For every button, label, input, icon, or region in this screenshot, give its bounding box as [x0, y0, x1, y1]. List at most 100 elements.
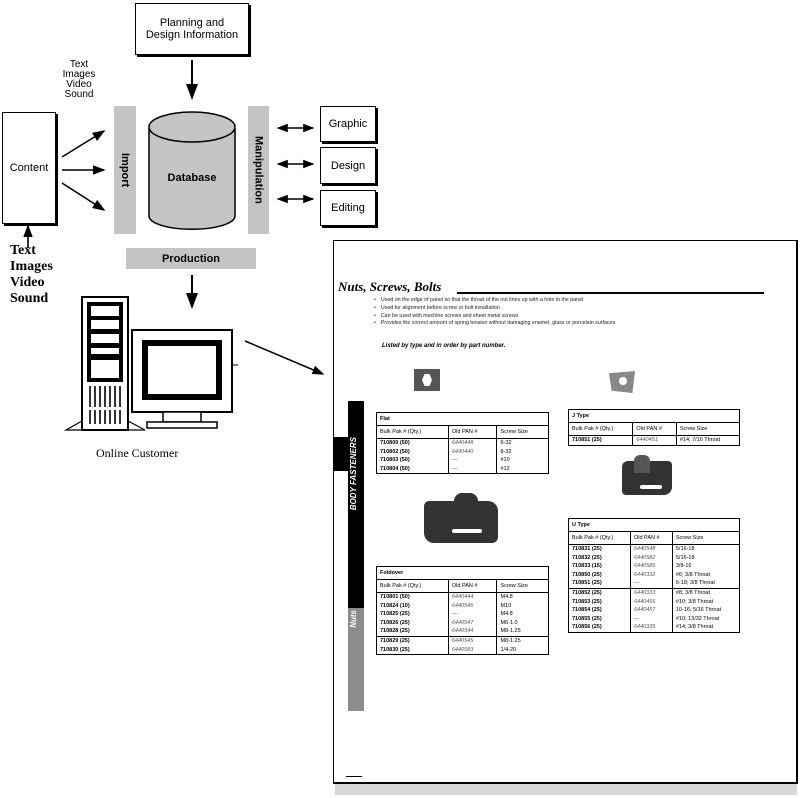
- document-title: Nuts, Screws, Bolts: [338, 279, 442, 294]
- table-row: 710825 (25) —M4.8: [377, 610, 549, 619]
- side-tab-body-fasteners: [348, 401, 364, 608]
- media-video: Video: [66, 79, 92, 90]
- old-pan-cell: 6440586: [629, 562, 673, 571]
- col-header-old-pan: Old PAN #: [629, 531, 673, 545]
- col-header-screw-size: Screw Size: [671, 531, 740, 545]
- media-sound: Sound: [64, 89, 94, 100]
- bulk-pak-cell: 710852 (25): [568, 587, 631, 598]
- old-pan-cell: 6440546: [447, 601, 497, 611]
- screw-size-cell: #8; 3/8 Throat: [671, 587, 740, 598]
- editing-label: Editing: [331, 202, 365, 214]
- old-pan-cell: 6440547: [447, 618, 497, 628]
- j-type-parts-table: J Type Bulk Pak # (Qty.) Old PAN # Screw…: [568, 409, 740, 446]
- graphic-label: Graphic: [328, 118, 368, 130]
- col-header-bulk-pak: Bulk Pak # (Qty.): [376, 425, 449, 439]
- bulk-pak-cell: 710853 (25): [572, 598, 602, 605]
- table-row: 710851 (25)—6-18; 3/8 Throat: [569, 579, 740, 589]
- bulk-pak-cell: 710802 (50): [380, 448, 410, 455]
- bullet-item: Provides the correct amount of spring te…: [374, 320, 615, 328]
- database-label: Database: [167, 172, 217, 184]
- bulk-pak-cell: 710803 (50): [380, 457, 410, 464]
- old-pan-cell: 6440440: [447, 447, 497, 457]
- bulk-pak-cell: 710856 (25): [572, 624, 602, 631]
- bullet-item: Used on the edge of panel so that the th…: [374, 297, 615, 305]
- listed-by-note: Listed by type and in order by part numb…: [382, 343, 506, 349]
- bulk-pak-cell: 710830 (25): [380, 646, 410, 653]
- old-pan-cell: 6440332: [629, 570, 673, 580]
- old-pan-cell: 6440444: [447, 592, 497, 602]
- design-box: Design: [320, 147, 376, 184]
- bullet-item: Used for alignment before screw or bolt …: [374, 305, 615, 313]
- table-row: 710853 (25)6440456#10; 3/8 Throat: [569, 597, 740, 607]
- planning-design-box: Planning and Design Information: [135, 3, 249, 55]
- bulk-pak-cell: 710851 (25): [572, 437, 602, 443]
- old-pan-cell: 6440583: [447, 645, 497, 655]
- bulk-pak-cell: 710800 (50): [380, 440, 410, 446]
- col-header-old-pan: Old PAN #: [447, 425, 497, 439]
- page-footer-mark: [346, 776, 362, 777]
- screw-size-cell: M4.8: [496, 610, 549, 619]
- design-label: Design: [330, 159, 366, 172]
- arrow-customer-to-document: [244, 340, 325, 375]
- bulk-pak-cell: 710833 (15): [572, 563, 602, 570]
- table-row: 710850 (25)6440332#6; 3/8 Throat: [569, 570, 740, 580]
- media-video: Video: [10, 275, 45, 290]
- screw-size-cell: #10: [496, 456, 549, 465]
- production-label: Production: [161, 252, 221, 265]
- old-pan-cell: —: [447, 610, 497, 619]
- col-header-old-pan: Old PAN #: [632, 422, 677, 436]
- database-cylinder: [148, 111, 236, 231]
- screw-size-cell: 10-16; 5/16 Throat: [671, 606, 740, 615]
- bulk-pak-cell: 710851 (25): [572, 580, 602, 587]
- bulk-pak-cell: 710825 (25): [380, 611, 410, 618]
- screw-size-cell: 5/16-18: [671, 544, 740, 554]
- table-row: 710851 (25)6440451#14; 7/16 Throat: [569, 435, 740, 446]
- table-title: U Type: [568, 518, 740, 532]
- side-tab-marker: [334, 437, 350, 471]
- col-header-screw-size: Screw Size: [496, 579, 549, 593]
- table-title: Foldover: [376, 566, 549, 580]
- table-row: 710804 (50)—#12: [377, 464, 549, 474]
- manipulation-label: Manipulation: [252, 136, 265, 204]
- screw-size-cell: 3/8-16: [671, 562, 740, 571]
- bulk-pak-cell: 710824 (10): [380, 602, 410, 609]
- media-sound: Sound: [10, 291, 49, 306]
- flat-parts-table: Flat Bulk Pak # (Qty.) Old PAN # Screw S…: [376, 412, 549, 475]
- old-pan-cell: 6440548: [629, 544, 673, 554]
- graphic-box: Graphic: [320, 106, 376, 142]
- old-pan-cell: —: [447, 464, 497, 474]
- old-pan-cell: 6440544: [447, 627, 497, 637]
- u-type-nut-image: [622, 455, 672, 495]
- old-pan-cell: 6440333: [629, 587, 673, 598]
- screw-size-cell: 8-32: [496, 447, 549, 457]
- screw-size-cell: #6; 3/8 Throat: [671, 570, 740, 580]
- bulk-pak-cell: 710854 (25): [572, 607, 602, 614]
- media-types-bottom: Text Images Video Sound: [10, 243, 53, 307]
- bulk-pak-cell: 710801 (50): [380, 594, 410, 600]
- flat-nut-image: [414, 369, 440, 391]
- media-types-top: Text Images Video Sound: [58, 60, 100, 100]
- side-tab-body-fasteners-label: BODY FASTENERS: [349, 437, 358, 511]
- media-text: Text: [10, 243, 36, 258]
- old-pan-cell: 6440456: [629, 597, 673, 607]
- arrow-content-import-1: [61, 130, 106, 158]
- editing-box: Editing: [320, 190, 376, 226]
- planning-design-label: Planning and Design Information: [145, 17, 239, 41]
- table-title: J Type: [568, 409, 740, 423]
- u-type-parts-table: U Type Bulk Pak # (Qty.) Old PAN # Screw…: [568, 518, 740, 633]
- monitor-icon: [131, 329, 238, 429]
- screw-size-cell: 6-32: [496, 438, 549, 448]
- col-header-screw-size: Screw Size: [675, 422, 740, 436]
- bulk-pak-cell: 710804 (50): [380, 465, 410, 472]
- table-row: 710852 (25)6440333#8; 3/8 Throat: [568, 587, 740, 598]
- col-header-screw-size: Screw Size: [496, 425, 549, 439]
